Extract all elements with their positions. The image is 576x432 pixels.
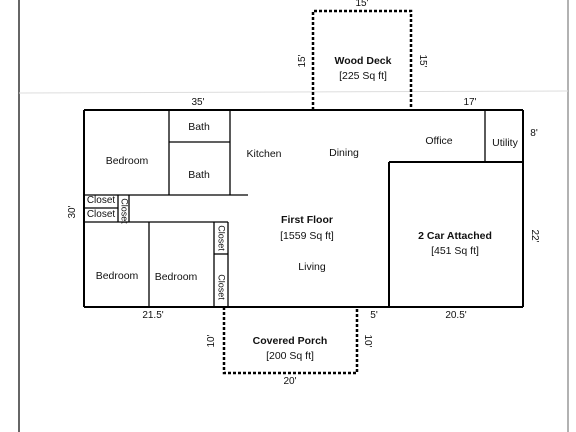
room-bath-1: Bath [188,120,210,133]
covered-porch-outline [222,307,359,375]
dim-top-right: 17' [463,97,477,108]
porch-name: Covered Porch [252,334,328,347]
room-bedroom-bl: Bedroom [95,269,139,282]
porch-dim-bottom: 20' [283,376,297,387]
room-closet-2: Closet [86,209,116,220]
room-bath-2: Bath [188,168,210,181]
room-dining: Dining [329,146,359,159]
garage-dim-right: 22' [529,229,540,243]
room-office: Office [425,134,453,147]
porch-area: [200 Sq ft] [266,349,314,362]
garage-dim-bottom: 20.5' [445,310,467,321]
room-utility: Utility [492,136,518,149]
room-living: Living [298,260,326,273]
deck-name: Wood Deck [334,54,392,67]
deck-area: [225 Sq ft] [339,69,387,82]
room-bedroom-bm: Bedroom [154,270,198,283]
wood-deck-outline [311,9,413,110]
first-floor-area: [1559 Sq ft] [280,229,334,242]
first-floor-name: First Floor [281,213,333,226]
paper-fold [18,90,569,94]
deck-dim-right: 15' [417,54,428,68]
room-kitchen: Kitchen [246,147,282,160]
room-closet-3: Closet [119,198,130,224]
porch-dim-left: 10' [206,334,217,348]
room-bedroom-top: Bedroom [105,154,149,167]
room-closet-4: Closet [216,225,227,251]
dim-top-left: 35' [191,97,205,108]
dim-bottom-left: 21.5' [142,310,164,321]
porch-dim-right: 10' [362,334,373,348]
dim-left: 30' [67,205,78,219]
dim-bottom-mid: 5' [370,310,378,321]
deck-dim-left: 15' [297,54,308,68]
dim-right-top: 8' [530,128,538,139]
room-closet-5: Closet [216,274,227,300]
room-closet-1: Closet [86,195,116,206]
garage-name: 2 Car Attached [418,229,492,242]
deck-dim-top: 15' [355,0,369,9]
garage-area: [451 Sq ft] [431,244,479,257]
